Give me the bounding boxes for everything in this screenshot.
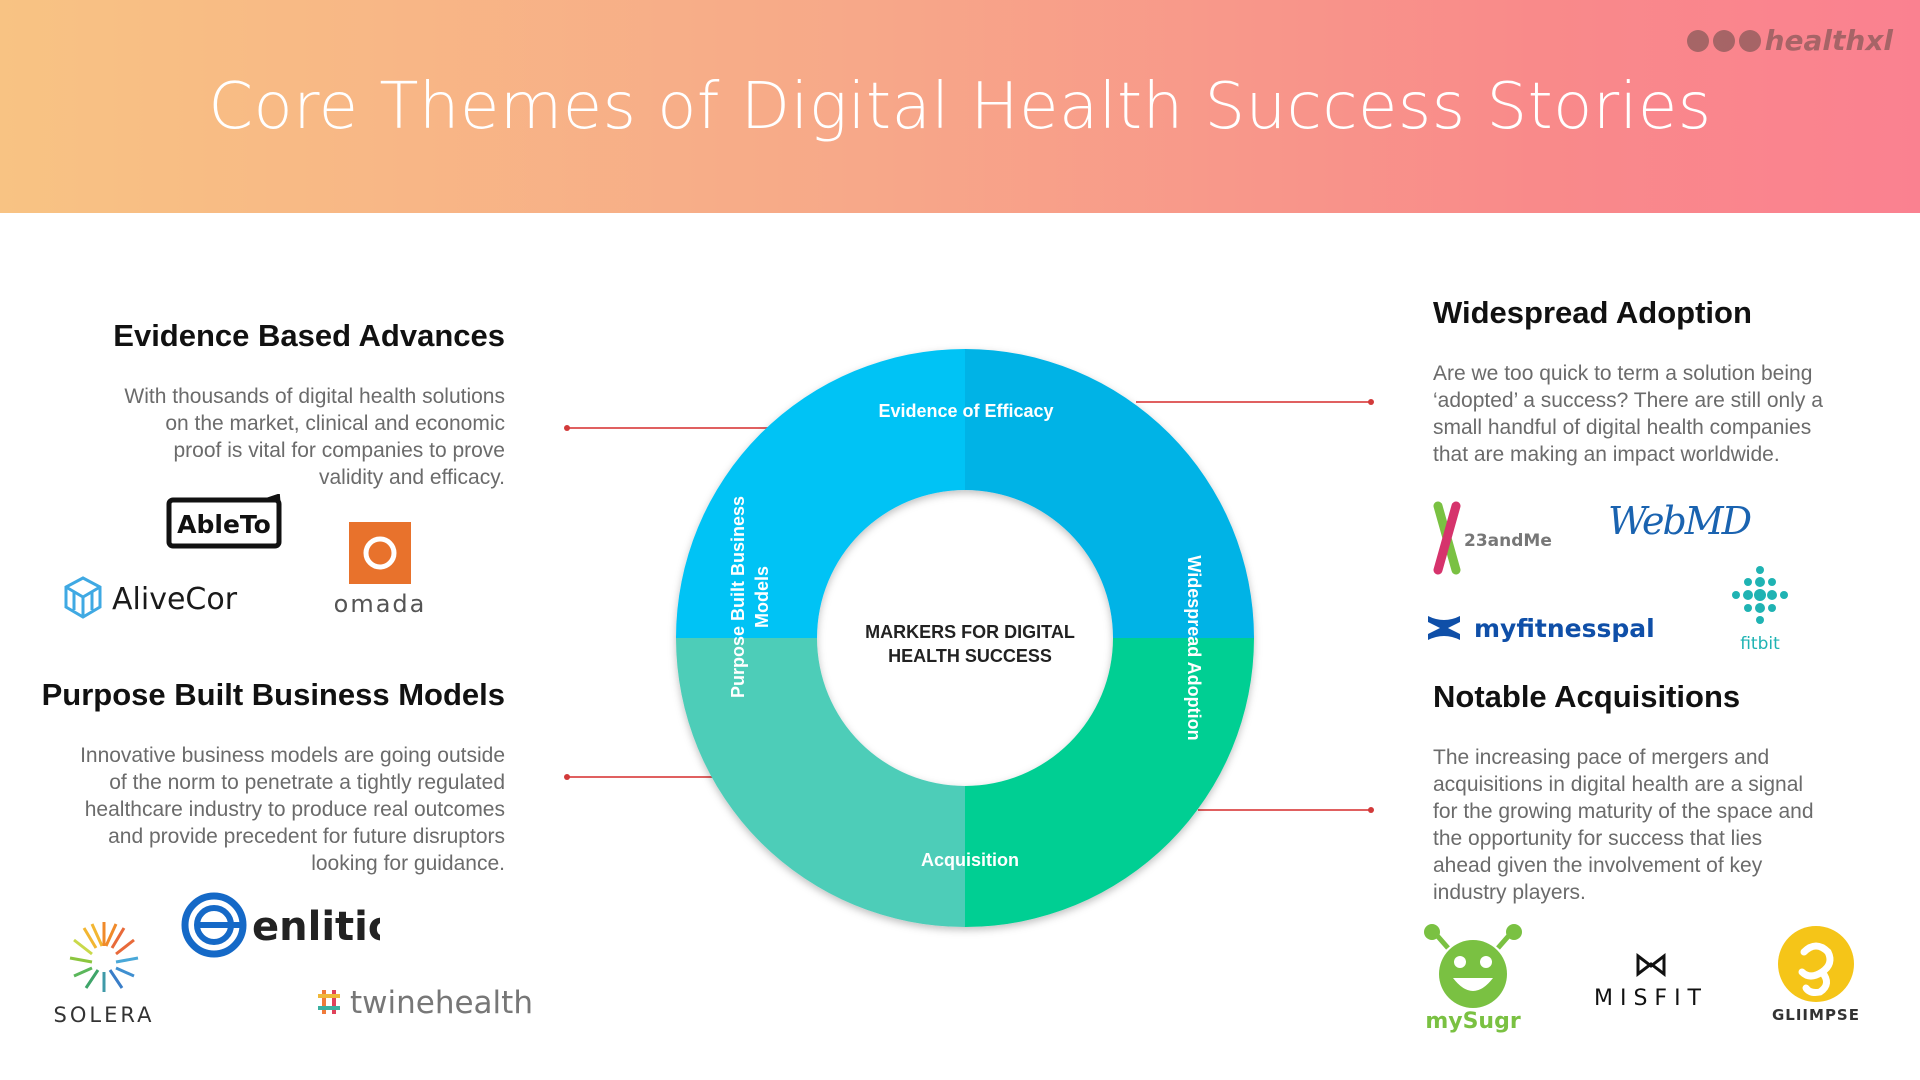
label-business-models: Purpose Built Business Models xyxy=(728,496,772,698)
ableto-logo: AbleTo xyxy=(166,494,286,552)
header-banner: Core Themes of Digital Health Success St… xyxy=(0,0,1920,213)
evidence-body: With thousands of digital health solutio… xyxy=(40,383,505,491)
enlitic-e-icon xyxy=(181,892,247,958)
evidence-body-line: validity and efficacy. xyxy=(319,466,505,489)
myfitnesspal-logo-text: myfitnesspal xyxy=(1474,614,1655,643)
brand-logo: healthxl xyxy=(1686,24,1893,57)
23andme-logo: 23andMe xyxy=(1430,500,1570,576)
adoption-body-line: ‘adopted’ a success? There are still onl… xyxy=(1433,389,1823,412)
connector-adoption xyxy=(1136,401,1370,403)
alivecor-logo: AliveCor xyxy=(62,574,252,624)
acquisitions-body-line: the opportunity for success that lies xyxy=(1433,827,1763,850)
connector-adoption-dot xyxy=(1368,399,1374,405)
brand-wordmark: healthxl xyxy=(1764,24,1893,57)
connector-acquisitions-dot xyxy=(1368,807,1374,813)
23andme-x-icon xyxy=(1433,501,1461,575)
acquisitions-body-line: for the growing maturity of the space an… xyxy=(1433,800,1814,823)
connector-acquisitions xyxy=(1198,809,1370,811)
adoption-body-line: Are we too quick to term a solution bein… xyxy=(1433,362,1813,385)
alivecor-logo-text: AliveCor xyxy=(112,582,238,617)
evidence-body-line: on the market, clinical and economic xyxy=(165,412,505,435)
label-acquisition: Acquisition xyxy=(921,850,1019,870)
fitbit-dots-icon xyxy=(1732,566,1788,624)
connector-business xyxy=(568,776,714,778)
business-body-line: Innovative business models are going out… xyxy=(80,744,505,767)
business-title: Purpose Built Business Models xyxy=(41,677,505,712)
twinehealth-logo-text: twinehealth xyxy=(350,985,533,1021)
adoption-body-line: small handful of digital health companie… xyxy=(1433,416,1812,439)
connector-evidence-dot xyxy=(564,425,570,431)
brand-plus-icon xyxy=(1686,29,1709,52)
label-business-models-line: Purpose Built Business xyxy=(728,496,748,698)
webmd-logo: WebMD xyxy=(1606,496,1756,546)
donut-center-line: MARKERS FOR DIGITAL xyxy=(865,622,1075,642)
adoption-body-line: that are making an impact worldwide. xyxy=(1433,443,1780,466)
label-adoption: Widespread Adoption xyxy=(1184,555,1204,740)
donut-center-line: HEALTH SUCCESS xyxy=(888,646,1052,666)
business-body-line: and provide precedent for future disrupt… xyxy=(108,825,505,848)
omada-logo-text: omada xyxy=(334,590,427,618)
alivecor-cube-icon xyxy=(64,576,102,619)
evidence-body-line: proof is vital for companies to prove xyxy=(173,439,506,462)
donut-center-label: MARKERS FOR DIGITAL HEALTH SUCCESS xyxy=(840,620,1100,668)
adoption-title: Widespread Adoption xyxy=(1433,295,1752,330)
segment-efficacy xyxy=(676,349,965,638)
connector-business-dot xyxy=(564,774,570,780)
fitbit-logo: fitbit xyxy=(1712,562,1808,656)
enlitic-logo: enlitic xyxy=(180,890,380,960)
misfit-logo-text: MISFIT xyxy=(1594,986,1708,1010)
twinehealth-logo: twinehealth xyxy=(316,980,546,1026)
evidence-body-line: With thousands of digital health solutio… xyxy=(124,385,505,408)
webmd-logo-text: WebMD xyxy=(1608,499,1752,543)
segment-adoption-bottom xyxy=(965,638,1254,927)
under-armour-icon xyxy=(1428,616,1460,640)
23andme-logo-text: 23andMe xyxy=(1464,531,1552,551)
brand-at-icon xyxy=(1712,29,1735,52)
omada-square-icon xyxy=(349,522,411,584)
segment-adoption-top xyxy=(965,349,1254,638)
adoption-body: Are we too quick to term a solution bein… xyxy=(1433,360,1893,468)
enlitic-logo-text: enlitic xyxy=(252,904,380,950)
segment-acquisition xyxy=(676,638,965,927)
myfitnesspal-logo: myfitnesspal xyxy=(1424,606,1664,650)
gliimpse-g-icon xyxy=(1778,926,1854,1002)
ableto-logo-text: AbleTo xyxy=(177,510,271,539)
mysugr-logo: mySugr xyxy=(1418,922,1528,1034)
misfit-mark-icon xyxy=(1636,952,1666,978)
page-title: Core Themes of Digital Health Success St… xyxy=(208,70,1712,144)
solera-logo: SOLERA xyxy=(44,918,164,1030)
label-efficacy: Evidence of Efficacy xyxy=(878,401,1053,421)
brand-arrow-icon xyxy=(1738,29,1761,52)
solera-logo-text: SOLERA xyxy=(54,1003,155,1027)
connector-evidence xyxy=(568,427,768,429)
gliimpse-logo: GLIIMPSE xyxy=(1762,922,1872,1028)
omada-logo: omada xyxy=(330,520,430,620)
mysugr-monster-icon xyxy=(1424,924,1522,1008)
evidence-title: Evidence Based Advances xyxy=(113,318,505,353)
acquisitions-title: Notable Acquisitions xyxy=(1433,679,1741,714)
business-body-line: of the norm to penetrate a tightly regul… xyxy=(109,771,505,794)
mysugr-logo-text: mySugr xyxy=(1425,1009,1521,1034)
business-body-line: looking for guidance. xyxy=(311,852,505,875)
twinehealth-hash-icon xyxy=(318,990,340,1014)
business-body: Innovative business models are going out… xyxy=(20,742,505,877)
acquisitions-body-line: industry players. xyxy=(1433,881,1586,904)
fitbit-logo-text: fitbit xyxy=(1740,634,1780,654)
acquisitions-body-line: acquisitions in digital health are a sig… xyxy=(1433,773,1804,796)
gliimpse-logo-text: GLIIMPSE xyxy=(1772,1006,1860,1024)
label-business-models-line: Models xyxy=(752,566,772,628)
business-body-line: healthcare industry to produce real outc… xyxy=(84,798,505,821)
acquisitions-body-line: ahead given the involvement of key xyxy=(1433,854,1763,877)
acquisitions-body: The increasing pace of mergers and acqui… xyxy=(1433,744,1893,906)
solera-sunburst-icon xyxy=(69,922,139,992)
misfit-logo: MISFIT xyxy=(1576,950,1726,1010)
acquisitions-body-line: The increasing pace of mergers and xyxy=(1433,746,1770,769)
